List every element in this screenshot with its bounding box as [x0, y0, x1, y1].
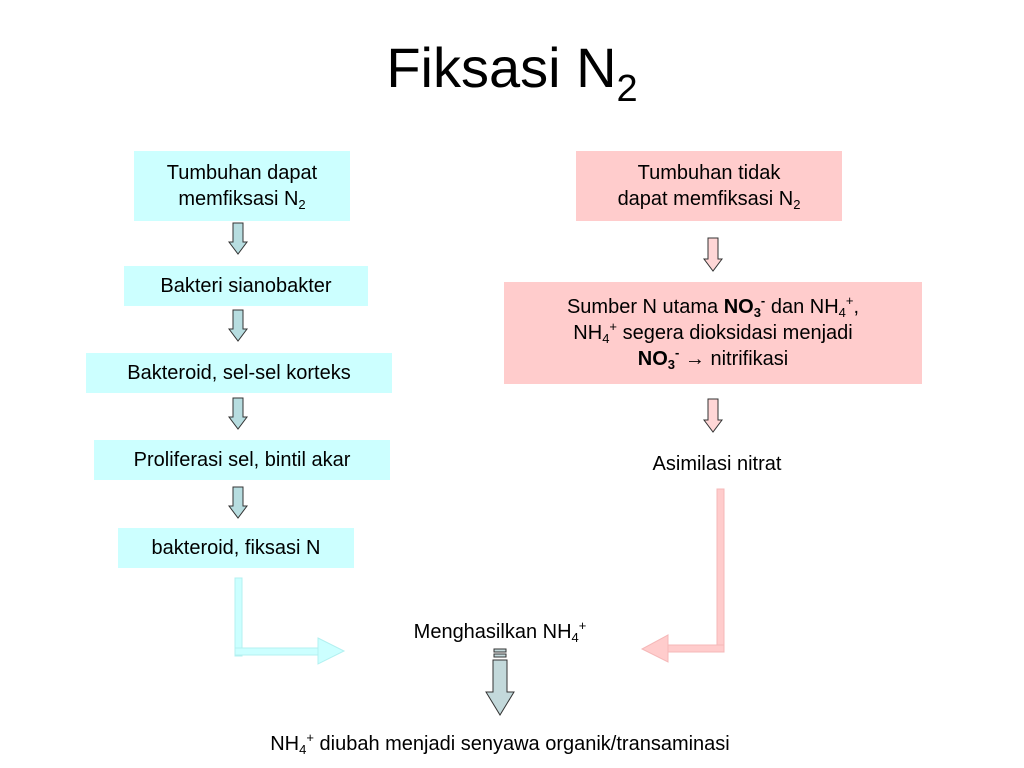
center-down-arrow-icon [485, 648, 515, 716]
nitrate-assimilation-label: Asimilasi nitrat [652, 453, 782, 475]
left-bent-connector [234, 577, 346, 665]
down-arrow-icon [228, 397, 248, 430]
right-bent-connector [640, 488, 725, 663]
down-arrow-icon [703, 237, 723, 272]
down-arrow-icon [228, 309, 248, 342]
left-box-can-fix: Tumbuhan dapat memfiksasi N2 [134, 151, 350, 221]
right-box-nitrate-source: Sumber N utama NO3- dan NH4+, NH4+ seger… [504, 282, 922, 384]
left-box-fixation: bakteroid, fiksasi N [118, 528, 354, 568]
page-title: Fiksasi N2 [386, 36, 638, 110]
down-arrow-icon [703, 398, 723, 433]
down-arrow-icon [228, 222, 248, 255]
final-conversion-label: NH4+ diubah menjadi senyawa organik/tran… [270, 730, 730, 757]
left-box-bacteroid-cortex: Bakteroid, sel-sel korteks [86, 353, 392, 393]
ammonium-result-label: Menghasilkan NH4+ [413, 618, 587, 645]
left-box-cyanobacteria: Bakteri sianobakter [124, 266, 368, 306]
left-box-proliferation: Proliferasi sel, bintil akar [94, 440, 390, 480]
right-box-cannot-fix: Tumbuhan tidak dapat memfiksasi N2 [576, 151, 842, 221]
down-arrow-icon [228, 486, 248, 519]
